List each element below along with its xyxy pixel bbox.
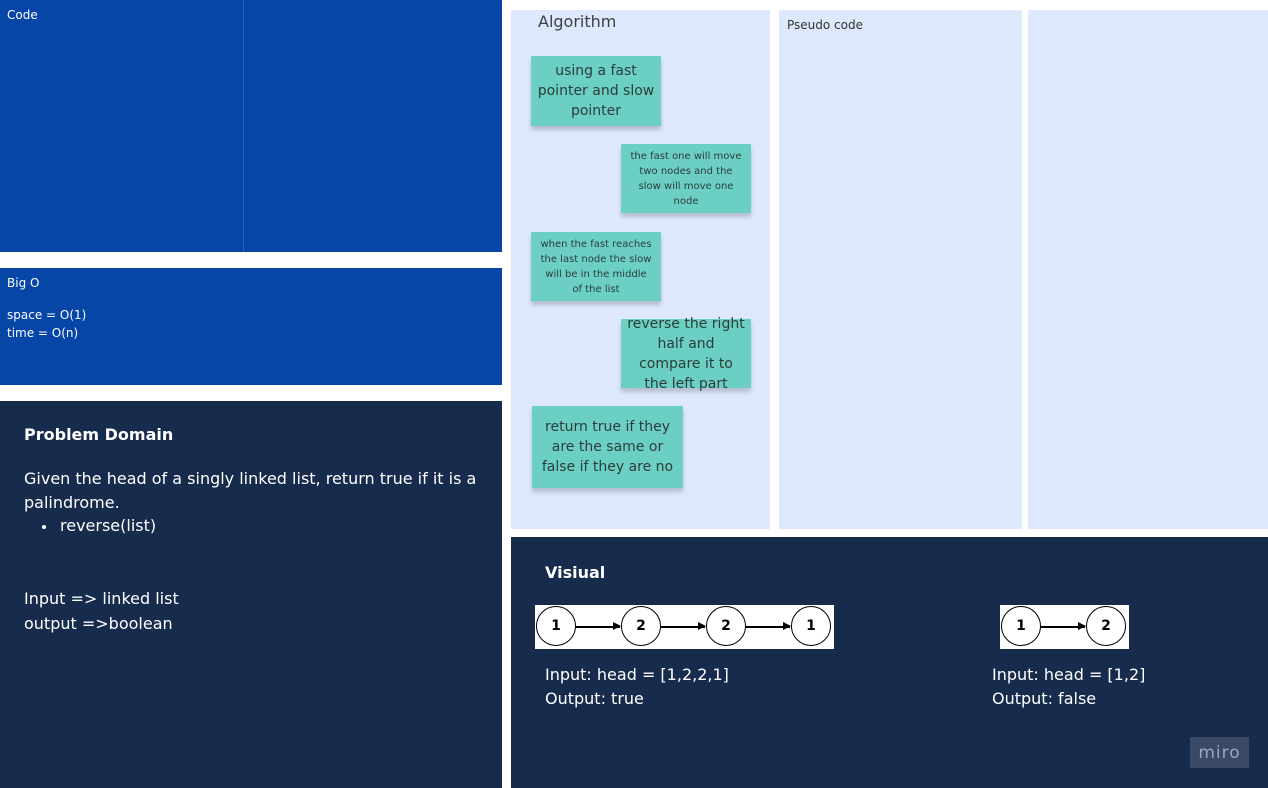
arrow-right-icon (576, 623, 621, 629)
algorithm-title: Algorithm (538, 12, 617, 31)
algorithm-frame[interactable]: Algorithm using a fast pointer and slow … (511, 10, 770, 529)
arrow-right-icon (1041, 623, 1086, 629)
code-divider (243, 0, 244, 252)
big-o-title: Big O (7, 276, 40, 290)
time-complexity: time = O(n) (7, 326, 79, 340)
code-frame[interactable]: Code (0, 0, 502, 252)
sticky-note[interactable]: return true if they are the same or fals… (532, 406, 683, 488)
sticky-note-text: using a fast pointer and slow pointer (537, 63, 655, 119)
list-node: 1 (791, 606, 831, 646)
bullet-text: reverse(list) (60, 516, 157, 535)
list-node: 2 (621, 606, 661, 646)
big-o-frame[interactable]: Big O space = O(1) time = O(n) (0, 268, 502, 385)
example-2-output: Output: false (992, 689, 1097, 708)
example-2-input: Input: head = [1,2] (992, 665, 1146, 684)
linked-list-diagram-2: 1 2 (1000, 605, 1129, 649)
blank-frame[interactable] (1028, 10, 1268, 529)
problem-output: output =>boolean (24, 614, 173, 633)
problem-description: Given the head of a singly linked list, … (24, 469, 477, 512)
example-1-input: Input: head = [1,2,2,1] (545, 665, 729, 684)
code-title: Code (7, 8, 38, 22)
problem-domain-title: Problem Domain (24, 425, 174, 444)
bullet-dot-icon (42, 524, 46, 529)
problem-bullet-item: reverse(list) (42, 516, 156, 535)
arrow-right-icon (746, 623, 791, 629)
arrow-right-icon (661, 623, 706, 629)
visual-frame[interactable]: Visiual 1 2 2 1 Input: head = [1,2,2,1] … (511, 537, 1268, 788)
list-node: 2 (1086, 606, 1126, 646)
problem-domain-frame[interactable]: Problem Domain Given the head of a singl… (0, 401, 502, 788)
space-complexity: space = O(1) (7, 308, 87, 322)
problem-input: Input => linked list (24, 589, 179, 608)
list-node: 1 (536, 606, 576, 646)
sticky-note-text: reverse the right half and compare it to… (627, 315, 745, 392)
sticky-note-text: when the fast reaches the last node the … (540, 238, 652, 295)
linked-list-diagram-1: 1 2 2 1 (535, 605, 834, 649)
pseudo-code-title: Pseudo code (787, 18, 863, 32)
visual-title: Visiual (545, 563, 606, 582)
sticky-note[interactable]: using a fast pointer and slow pointer (531, 56, 661, 126)
example-1-output: Output: true (545, 689, 644, 708)
sticky-note[interactable]: when the fast reaches the last node the … (531, 232, 661, 301)
sticky-note-text: the fast one will move two nodes and the… (630, 150, 742, 207)
sticky-note[interactable]: the fast one will move two nodes and the… (621, 144, 751, 213)
list-node: 1 (1001, 606, 1041, 646)
miro-logo[interactable]: miro (1190, 737, 1249, 768)
pseudo-code-frame[interactable]: Pseudo code (779, 10, 1022, 529)
sticky-note-text: return true if they are the same or fals… (541, 419, 674, 475)
sticky-note[interactable]: reverse the right half and compare it to… (621, 316, 751, 392)
list-node: 2 (706, 606, 746, 646)
